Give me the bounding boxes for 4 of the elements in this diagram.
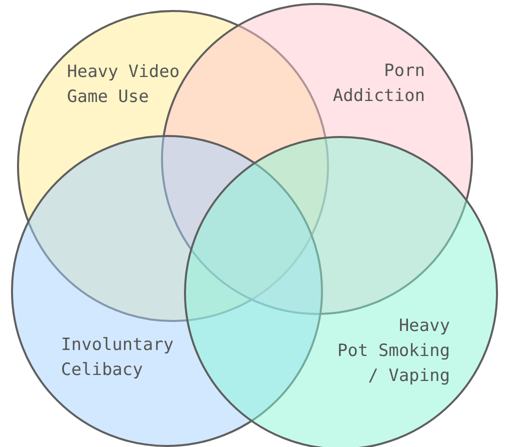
circle-label: Heavy Pot Smoking / Vaping — [336, 315, 450, 388]
circle-label: Involuntary Celibacy — [61, 334, 175, 382]
circle-label: Heavy Video Game Use — [67, 61, 181, 109]
circle-label: Porn Addiction — [332, 60, 425, 108]
